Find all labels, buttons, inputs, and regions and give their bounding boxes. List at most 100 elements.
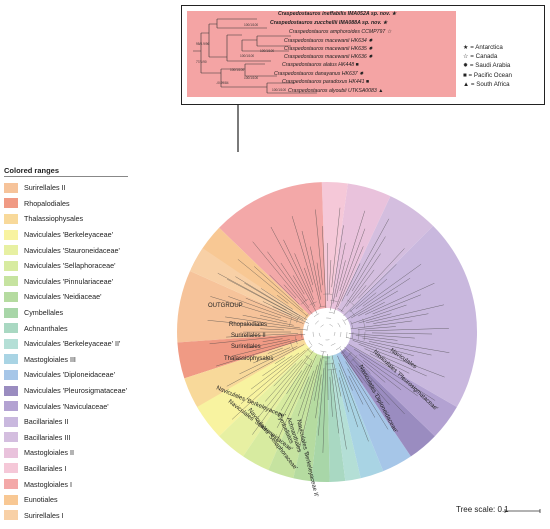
- legend-swatch: [4, 401, 18, 412]
- legend-item: Bacillariales III: [4, 430, 128, 446]
- tree-branch: [244, 282, 298, 315]
- tree-branch: [353, 348, 436, 401]
- legend-swatch: [4, 463, 18, 474]
- tree-branch: [250, 352, 300, 390]
- tree-branch: [368, 341, 432, 356]
- clade-label: Surirellales II: [231, 333, 266, 339]
- tree-branch: [245, 297, 298, 320]
- tree-branch: [339, 370, 358, 428]
- tree-branch: [342, 354, 363, 383]
- inset-taxon-label: Craspedostauros amphoroides CCMP797 ☆: [289, 29, 392, 35]
- colored-range-sector: [327, 332, 346, 482]
- legend-label: Naviculales 'Berkeleyaceae': [24, 230, 114, 240]
- legend-item: Naviculales 'Neidiaceae': [4, 289, 128, 305]
- tree-branch: [351, 290, 398, 319]
- tree-branches: [207, 207, 450, 453]
- tree-branch: [283, 284, 297, 299]
- tree-branch: [286, 370, 302, 394]
- tree-branch: [339, 348, 376, 395]
- tree-branch: [237, 259, 308, 317]
- tree-branch: [333, 228, 366, 314]
- tree-branch: [274, 357, 286, 364]
- tree-branch: [294, 253, 314, 300]
- colored-range-sector: [327, 332, 384, 479]
- colored-range-sector: [184, 332, 327, 412]
- legend-item: Mastogloiales I: [4, 476, 128, 492]
- tree-branch: [355, 365, 390, 406]
- tree-branch: [235, 276, 308, 321]
- tree-branch: [300, 376, 310, 399]
- tree-branch: [261, 288, 293, 310]
- tree-branch: [273, 363, 297, 387]
- tree-branch: [362, 264, 422, 307]
- inset-support-value: 77/1/90: [196, 60, 207, 64]
- tree-branch: [272, 306, 309, 324]
- legend-label: Eunotiales: [24, 495, 58, 505]
- legend-label: Naviculales 'Berkeleyaceae' II': [24, 339, 121, 349]
- tree-branch: [252, 241, 313, 315]
- tree-branch: [316, 262, 322, 293]
- tree-branch: [265, 359, 303, 402]
- symbol-label: = Saudi Arabia: [469, 62, 511, 70]
- inset-taxon-label: Craspedostauros alyoubii UTKSA0083 ▲: [288, 88, 384, 94]
- inset-support-value: 100/1/100: [244, 76, 259, 80]
- legend-item: Naviculales 'Pinnulariaceae': [4, 274, 128, 290]
- tree-branch: [226, 333, 299, 338]
- legend-title: Colored ranges: [4, 166, 128, 177]
- tree-branch: [357, 326, 396, 330]
- tree-branch: [365, 304, 444, 324]
- inset-symbol-legend: ★ = Antarctica ☆ = Canada ✸ = Saudi Arab…: [463, 43, 512, 89]
- tree-branch: [292, 275, 305, 295]
- tree-branch: [207, 320, 308, 331]
- tree-branch: [240, 349, 306, 404]
- tree-branch: [339, 210, 365, 291]
- legend-item: Naviculales 'Berkeleyaceae': [4, 227, 128, 243]
- tree-branch: [257, 355, 309, 418]
- legend-swatch: [4, 323, 18, 334]
- tree-branch: [217, 273, 287, 311]
- tree-branch: [348, 333, 415, 339]
- legend-label: Cymbellales: [24, 308, 64, 318]
- inset-taxon-label: Craspedostauros ineffabilis IMA052A sp. …: [278, 11, 397, 17]
- tree-root-area: [303, 308, 351, 356]
- symbol-row: ✸ = Saudi Arabia: [463, 61, 512, 70]
- south-africa-symbol-icon: ▲: [463, 80, 470, 88]
- tree-branch: [358, 344, 445, 378]
- tree-branch: [280, 262, 307, 302]
- tree-branch: [262, 355, 293, 376]
- inset-taxon-label: Craspedostauros paradoxus HK441 ■: [282, 79, 370, 85]
- symbol-label: = Canada: [470, 53, 498, 61]
- canada-symbol-icon: ☆: [463, 53, 469, 61]
- tree-internal-arc: [318, 323, 336, 341]
- tree-branch: [358, 354, 418, 397]
- legend-swatch: [4, 447, 18, 458]
- legend-item: Bacillariales I: [4, 461, 128, 477]
- tree-internal-arc: [306, 311, 348, 353]
- tree-branch: [340, 253, 381, 312]
- legend-item: Mastogloiales II: [4, 445, 128, 461]
- colored-range-sector: [190, 248, 327, 332]
- legend-item: Naviculales 'Pleurosigmataceae': [4, 383, 128, 399]
- colored-range-sector: [327, 196, 434, 332]
- tree-branch: [228, 296, 304, 324]
- tree-branch: [260, 328, 285, 331]
- tree-branch: [346, 218, 390, 297]
- inset-taxon-label: Craspedostauros danayanus HK637 ✸: [274, 71, 364, 77]
- clade-label: Thalassiophysales: [224, 356, 273, 362]
- tree-branch: [332, 242, 346, 304]
- legend-label: Naviculales 'Pleurosigmataceae': [24, 386, 128, 396]
- legend-item: Naviculales 'Sellaphoraceae': [4, 258, 128, 274]
- legend-item: Surirellales I: [4, 507, 128, 523]
- tree-branch: [363, 360, 402, 391]
- legend-item: Achnanthales: [4, 320, 128, 336]
- symbol-label: = South Africa: [470, 80, 510, 88]
- legend-item: Naviculales 'Diploneidaceae': [4, 367, 128, 383]
- tree-internal-arc: [300, 305, 354, 359]
- tree-branch: [362, 337, 450, 353]
- tree-branch: [242, 315, 294, 326]
- tree-branch: [210, 296, 282, 319]
- inset-support-value: 100/1/100: [230, 68, 245, 72]
- tree-branch: [349, 278, 388, 313]
- tree-branch: [337, 355, 353, 391]
- colored-range-sector: [243, 332, 327, 471]
